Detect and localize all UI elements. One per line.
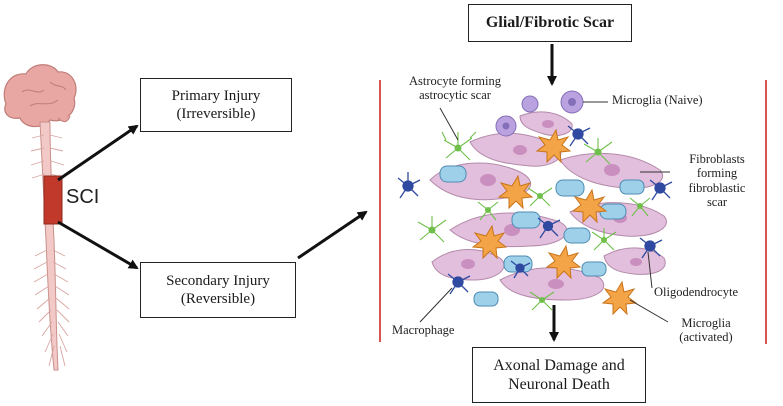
fibroblast-label-line-3: fibroblastic xyxy=(688,180,746,195)
microglia-naive-label: Microglia (Naive) xyxy=(612,93,703,107)
astrocyte-cell xyxy=(417,216,447,243)
fibroblast-label: Fibroblasts forming fibroblastic scar xyxy=(672,152,762,210)
macrophage-cell xyxy=(439,165,467,183)
microglia-activated-label: Microglia (activated) xyxy=(666,316,746,345)
fibroblast-label-line-4: scar xyxy=(706,195,728,210)
fibroblast-label-line-2: forming xyxy=(696,166,738,181)
oligodendrocyte-cell xyxy=(510,260,531,279)
oligodendrocyte-cell xyxy=(447,273,471,295)
scar-title: Glial/Fibrotic Scar xyxy=(485,14,615,32)
microglia-activated-cell xyxy=(571,188,608,224)
primary-injury-note: (Irreversible) xyxy=(176,106,256,122)
arrow-to-secondary xyxy=(57,220,139,270)
microglia-activated-cell xyxy=(601,280,638,316)
scar-illustration xyxy=(397,90,673,323)
outcome-line-1: Axonal Damage and xyxy=(493,356,625,374)
microglia-activated-cell xyxy=(535,128,572,164)
macrophage-cell xyxy=(581,261,607,277)
macrophage-cell xyxy=(555,179,585,197)
macrophage-cell xyxy=(473,291,499,307)
oligodendrocyte-label: Oligodendrocyte xyxy=(654,285,739,299)
oligodendrocyte-cell xyxy=(567,125,591,147)
macrophage-cell xyxy=(619,179,645,195)
microglia-naive-cell xyxy=(521,95,539,113)
spinal-column xyxy=(39,121,59,371)
astrocyte-label-line-1: Astrocyte forming xyxy=(409,74,501,88)
primary-injury-box: Primary Injury (Irreversible) xyxy=(140,78,292,132)
sci-lesion xyxy=(43,175,63,225)
astrocyte-label: Astrocyte forming astrocytic scar xyxy=(396,74,514,103)
astrocyte-cell xyxy=(629,197,651,217)
fibroblast-label-line-1: Fibroblasts xyxy=(689,152,745,166)
astrocyte-cell xyxy=(527,187,553,207)
macrophage-label: Macrophage xyxy=(392,323,455,337)
outcome-box: Axonal Damage and Neuronal Death xyxy=(472,347,646,403)
secondary-injury-box: Secondary Injury (Reversible) xyxy=(140,262,296,318)
astrocyte-label-line-2: astrocytic scar xyxy=(419,88,491,103)
glial-fibrotic-scar-box: Glial/Fibrotic Scar xyxy=(468,4,632,42)
macrophage-cell xyxy=(563,227,591,244)
arrow-to-scar-panel xyxy=(297,210,368,260)
secondary-injury-note: (Reversible) xyxy=(180,291,256,307)
microglia-activated-cell xyxy=(545,244,582,280)
arrow-to-primary xyxy=(57,124,139,182)
astrocyte-cell xyxy=(591,228,617,251)
oligodendrocyte-cell xyxy=(537,217,561,239)
oligodendrocyte-cell xyxy=(649,179,673,201)
spinal-cord-figure xyxy=(3,64,77,371)
oligodendrocyte-cell xyxy=(397,172,421,199)
outcome-line-2: Neuronal Death xyxy=(508,376,610,393)
macrophage-cell xyxy=(511,211,541,229)
astrocyte-cell xyxy=(529,291,555,311)
microglia-activated-cell xyxy=(471,224,508,260)
microglia-activated-cell xyxy=(497,174,534,210)
microglia-activated-line-2: (activated) xyxy=(679,330,733,345)
primary-injury-title: Primary Injury xyxy=(171,88,261,104)
astrocyte-cell xyxy=(477,201,499,221)
secondary-injury-title: Secondary Injury xyxy=(166,273,270,289)
sci-label: SCI xyxy=(66,186,100,208)
oligodendrocyte-cell xyxy=(639,237,663,259)
microglia-activated-line-1: Microglia xyxy=(681,316,731,330)
astrocyte-cell xyxy=(583,138,613,165)
brain-icon xyxy=(3,64,77,128)
